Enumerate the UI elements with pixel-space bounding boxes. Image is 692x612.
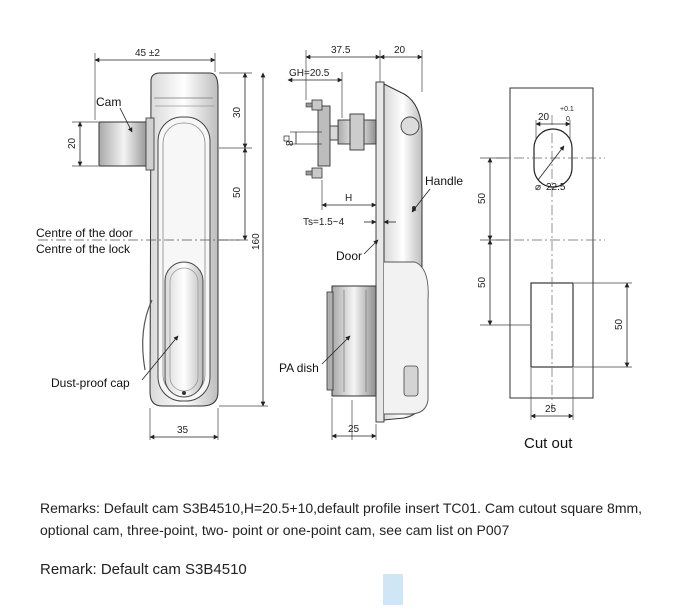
pa-dish	[331, 285, 377, 397]
dim-side-25: 25	[348, 424, 360, 435]
dim-cutout-20: 20	[538, 112, 550, 123]
cutout-view: 20 +0.1 0 ⌀ 22.5 50 50 50 25 Cut out	[477, 87, 632, 452]
dim-side-8: 8	[285, 140, 296, 146]
technical-drawing: 45 ±2 30 50 160 20 35 Cam Centre of the …	[36, 45, 632, 452]
dim-front-width-bottom: 35	[177, 425, 189, 436]
dim-front-30: 30	[232, 106, 243, 118]
dim-side-37-5: 37.5	[331, 45, 351, 56]
dim-cutout-dia-symbol: ⌀	[535, 182, 541, 193]
remark-short: Remark: Default cam S3B4510	[40, 561, 247, 578]
label-handle: Handle	[425, 174, 463, 188]
dim-cutout-tol-upper: +0.1	[560, 106, 574, 113]
highlight-marker	[383, 574, 403, 605]
side-view: 37.5 20 GH=20.5 8 H Ts=1.5~4 25 Handle D…	[279, 45, 463, 440]
label-pa-dish: PA dish	[279, 361, 319, 375]
dim-cutout-50-b: 50	[477, 276, 488, 288]
dim-front-20: 20	[67, 137, 78, 149]
dim-cutout-50-a: 50	[477, 192, 488, 204]
label-dust-proof-cap: Dust-proof cap	[51, 376, 130, 390]
dim-front-50: 50	[232, 186, 243, 198]
cam	[98, 121, 150, 167]
dim-side-gh: GH=20.5	[289, 68, 330, 79]
label-door: Door	[336, 249, 362, 263]
remarks-text: Remarks: Default cam S3B4510,H=20.5+10,d…	[40, 500, 643, 538]
dim-cutout-25: 25	[545, 404, 557, 415]
dim-side-h: H	[345, 193, 352, 204]
door-plate	[375, 81, 385, 423]
dim-cutout-tol-lower: 0	[566, 116, 570, 123]
dim-side-ts: Ts=1.5~4	[303, 217, 345, 228]
dim-cutout-50-c: 50	[614, 318, 625, 330]
dim-side-20: 20	[394, 45, 406, 56]
dim-cutout-dia: 22.5	[546, 182, 566, 193]
dust-proof-cap	[164, 261, 204, 398]
label-centre-door: Centre of the door	[36, 226, 133, 240]
front-view: 45 ±2 30 50 160 20 35 Cam Centre of the …	[36, 48, 268, 440]
dim-front-width-top: 45 ±2	[135, 48, 160, 59]
dim-front-160: 160	[251, 233, 262, 250]
cutout-caption: Cut out	[524, 435, 573, 452]
label-cam: Cam	[96, 95, 121, 109]
label-centre-lock: Centre of the lock	[36, 242, 131, 256]
